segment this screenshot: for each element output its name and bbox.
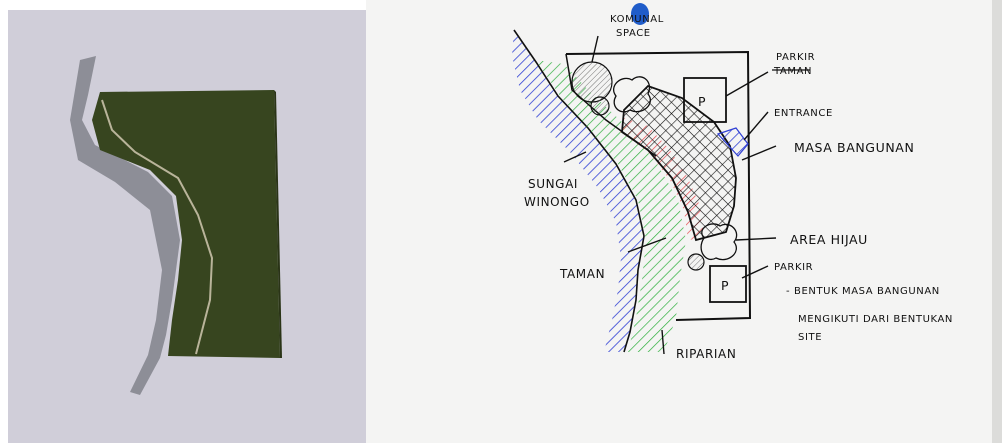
concept-sketch: P P KOMUNAL SPACE PARKIR TAMAN ENTRANCE … — [366, 0, 1002, 443]
communal-space — [572, 62, 612, 102]
communal-tree — [591, 97, 609, 115]
label-taman-struck: TAMAN — [773, 66, 812, 77]
note-line-2: MENGIKUTI DARI BENTUKAN — [798, 314, 953, 325]
note-line-1: - BENTUK MASA BANGUNAN — [786, 286, 940, 297]
label-entrance: ENTRANCE — [774, 108, 833, 119]
label-winongo: WINONGO — [524, 195, 590, 209]
label-komunal: KOMUNAL — [610, 14, 664, 25]
label-parkir-top: PARKIR — [776, 52, 815, 63]
label-parkir-bottom: PARKIR — [774, 262, 813, 273]
label-masa-bangunan: MASA BANGUNAN — [794, 140, 914, 155]
site-model-render — [0, 0, 366, 443]
paper-edge — [992, 0, 1002, 443]
label-area-hijau: AREA HIJAU — [790, 232, 868, 247]
sketch-svg: P P KOMUNAL SPACE PARKIR TAMAN ENTRANCE … — [366, 0, 1002, 443]
label-space: SPACE — [616, 28, 651, 39]
note-line-3: SITE — [798, 332, 822, 343]
label-sungai: SUNGAI — [528, 177, 578, 191]
paper — [366, 0, 1002, 443]
label-riparian: RIPARIAN — [676, 347, 736, 361]
parking-top-symbol: P — [698, 94, 706, 109]
small-tree — [688, 254, 704, 270]
site-model-svg — [0, 0, 366, 443]
parking-bottom-symbol: P — [721, 278, 729, 293]
label-taman: TAMAN — [559, 267, 605, 281]
